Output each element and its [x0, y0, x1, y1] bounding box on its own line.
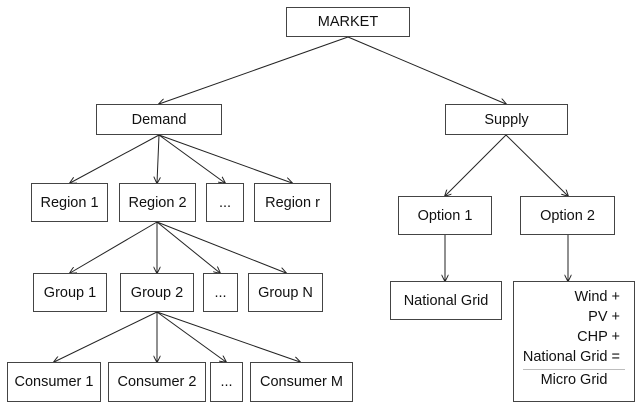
region-label: Region 2: [128, 194, 187, 211]
group-label: Group 2: [130, 284, 184, 301]
group-node: Group 2: [120, 273, 194, 312]
market-label: MARKET: [317, 14, 379, 30]
group-ellipsis-label: ...: [214, 284, 227, 301]
edge-demand-region-r: [158, 134, 292, 183]
option-1-node: Option 1: [398, 196, 492, 235]
mix-wind: Wind +: [574, 289, 620, 305]
demand-label: Demand: [131, 111, 187, 128]
demand-node: Demand: [96, 104, 222, 135]
edge-supply-option-1: [445, 134, 507, 196]
region-label: Region 1: [40, 194, 99, 211]
micro-grid-node: Wind + PV + CHP + National Grid = Micro …: [513, 281, 635, 402]
region-ellipsis-label: ...: [218, 194, 232, 211]
group-label: Group 1: [43, 284, 97, 301]
consumer-ellipsis-label: ...: [220, 374, 233, 390]
consumer-label: Consumer 2: [117, 374, 197, 390]
consumer-node: Consumer 1: [7, 362, 101, 402]
mix-national-grid: National Grid =: [522, 349, 620, 365]
group-label: Group N: [258, 284, 313, 301]
edge-group2-consumer-1: [54, 311, 158, 362]
edge-group2-consumer-m: [156, 311, 300, 362]
edge-supply-option-2: [505, 134, 568, 196]
option-2-label: Option 2: [540, 207, 595, 224]
edge-demand-region-dots: [158, 134, 225, 183]
consumer-label: Consumer M: [260, 374, 343, 390]
mix-pv: PV +: [588, 309, 620, 325]
region-node: Region 2: [119, 183, 196, 222]
region-node: Region 1: [31, 183, 108, 222]
micro-grid-label: Micro Grid: [540, 372, 608, 388]
region-label: Region r: [265, 194, 320, 211]
region-node: Region r: [254, 183, 331, 222]
edge-region2-group-1: [70, 221, 158, 273]
market-node: MARKET: [286, 7, 410, 37]
edge-demand-region-1: [70, 134, 160, 183]
consumer-node: Consumer 2: [108, 362, 206, 402]
region-ellipsis-node: ...: [206, 183, 244, 222]
mix-chp: CHP +: [577, 329, 620, 345]
consumer-node: Consumer M: [250, 362, 353, 402]
edge-region2-group-n: [156, 221, 286, 273]
supply-node: Supply: [445, 104, 568, 135]
mix-sum-rule: [523, 369, 625, 370]
consumer-label: Consumer 1: [14, 374, 94, 390]
supply-label: Supply: [484, 111, 529, 128]
edge-region2-group-dots: [156, 221, 220, 273]
option-2-node: Option 2: [520, 196, 615, 235]
edge-market-demand: [159, 36, 349, 104]
national-grid-label: National Grid: [403, 292, 489, 309]
group-node: Group 1: [33, 273, 107, 312]
national-grid-node: National Grid: [390, 281, 502, 320]
edge-demand-region-2: [157, 134, 159, 183]
consumer-ellipsis-node: ...: [210, 362, 243, 402]
group-node: Group N: [248, 273, 323, 312]
edge-market-supply: [347, 36, 506, 104]
edge-group2-consumer-dots: [156, 311, 226, 362]
option-1-label: Option 1: [417, 207, 473, 224]
group-ellipsis-node: ...: [203, 273, 238, 312]
